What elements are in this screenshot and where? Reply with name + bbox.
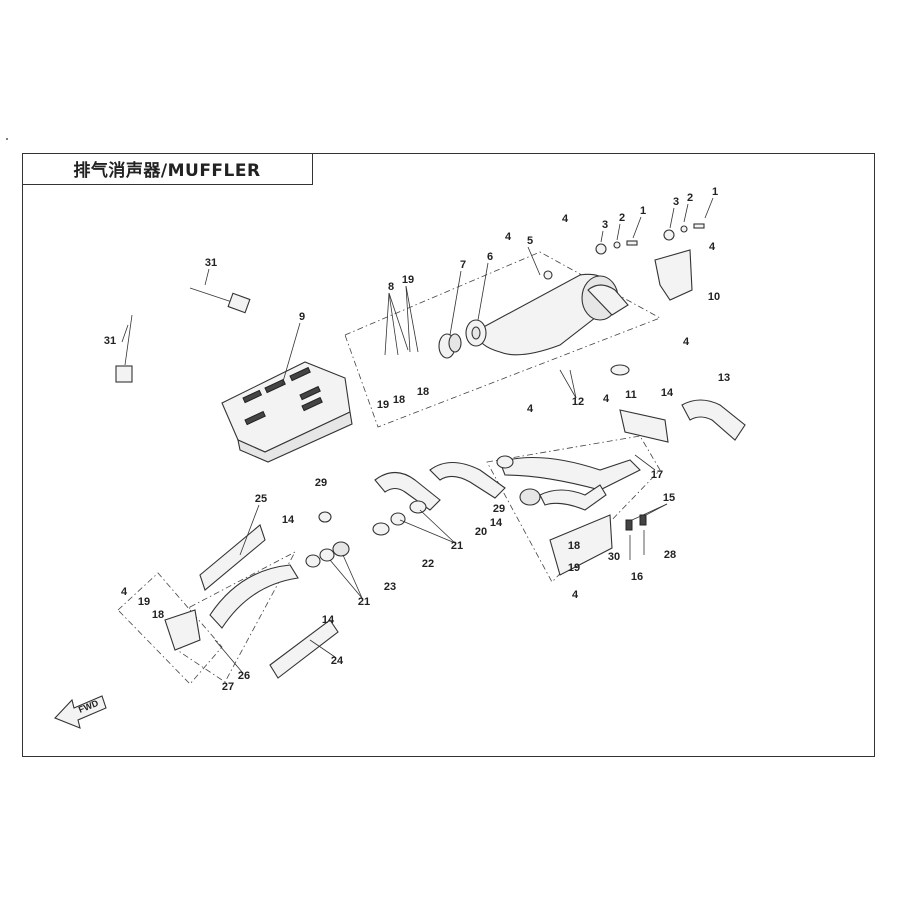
- callout-21: 21: [358, 596, 370, 608]
- heat-shield: [221, 361, 353, 463]
- end-gasket: [465, 319, 487, 347]
- callout-4: 4: [603, 393, 610, 405]
- callout-9: 9: [299, 311, 305, 323]
- callout-4: 4: [562, 213, 569, 225]
- mid-pipe-group-outline: [486, 435, 661, 583]
- callout-4: 4: [709, 241, 716, 253]
- callout-4: 4: [505, 231, 512, 243]
- mid-pipe: [496, 455, 641, 511]
- callout-24: 24: [331, 655, 344, 667]
- callout-7: 7: [460, 259, 466, 271]
- oxygen-sensors: [115, 287, 251, 383]
- callout-14: 14: [490, 517, 503, 529]
- callout-5: 5: [527, 235, 533, 247]
- callout-18: 18: [417, 386, 429, 398]
- callout-21: 21: [451, 540, 463, 552]
- callout-12: 12: [572, 396, 584, 408]
- callout-23: 23: [384, 581, 396, 593]
- callout-18: 18: [152, 609, 164, 621]
- springs-and-studs: [625, 514, 647, 560]
- callout-10: 10: [708, 291, 720, 303]
- muffler-body: [477, 270, 629, 356]
- callout-19: 19: [377, 399, 389, 411]
- callout-14: 14: [322, 614, 335, 626]
- callout-29: 29: [493, 503, 505, 515]
- callout-29: 29: [315, 477, 327, 489]
- callout-1: 1: [640, 205, 646, 217]
- callout-4: 4: [572, 589, 579, 601]
- callout-8: 8: [388, 281, 394, 293]
- callout-25: 25: [255, 493, 267, 505]
- title-block: 排气消声器/MUFFLER: [22, 153, 313, 185]
- callout-19: 19: [568, 562, 580, 574]
- drawing-frame: [22, 153, 875, 757]
- pipe-couplers: [305, 500, 427, 568]
- callout-1: 1: [712, 186, 718, 198]
- callout-4: 4: [527, 403, 534, 415]
- callout-16: 16: [631, 571, 643, 583]
- muffler-bracket: [654, 249, 693, 301]
- callout-2: 2: [619, 212, 625, 224]
- callout-17: 17: [651, 469, 663, 481]
- callout-19: 19: [402, 274, 414, 286]
- exhaust-gasket: [610, 364, 630, 376]
- callout-31: 31: [104, 335, 116, 347]
- callout-31: 31: [205, 257, 217, 269]
- upper-bolts: [595, 223, 705, 255]
- callout-11: 11: [625, 389, 637, 401]
- callout-3: 3: [602, 219, 608, 231]
- mid-pipe-shield: [549, 514, 613, 576]
- callout-18: 18: [393, 394, 405, 406]
- end-cap: [438, 333, 462, 359]
- leader-lines: [121, 197, 714, 673]
- callout-22: 22: [422, 558, 434, 570]
- page-title: 排气消声器/MUFFLER: [73, 161, 261, 181]
- heat-shield-group-outline: [117, 572, 223, 685]
- callout-19: 19: [138, 596, 150, 608]
- connector-pipe: [374, 461, 506, 511]
- upper-pipes: [619, 399, 746, 443]
- callout-15: 15: [663, 492, 675, 504]
- callout-27: 27: [222, 681, 234, 693]
- forward-arrow-icon: FWD: [54, 695, 107, 729]
- callout-14: 14: [661, 387, 674, 399]
- header-pipes: [164, 524, 339, 679]
- callout-30: 30: [608, 551, 620, 563]
- callout-26: 26: [238, 670, 250, 682]
- header-group-outline: [179, 551, 296, 683]
- callout-2: 2: [687, 192, 693, 204]
- callout-4: 4: [683, 336, 690, 348]
- callout-14: 14: [282, 514, 295, 526]
- callout-4: 4: [121, 586, 128, 598]
- callout-18: 18: [568, 540, 580, 552]
- corner-mark: [6, 138, 8, 140]
- callout-28: 28: [664, 549, 676, 561]
- callout-20: 20: [475, 526, 487, 538]
- callout-6: 6: [487, 251, 493, 263]
- callout-3: 3: [673, 196, 679, 208]
- callout-13: 13: [718, 372, 730, 384]
